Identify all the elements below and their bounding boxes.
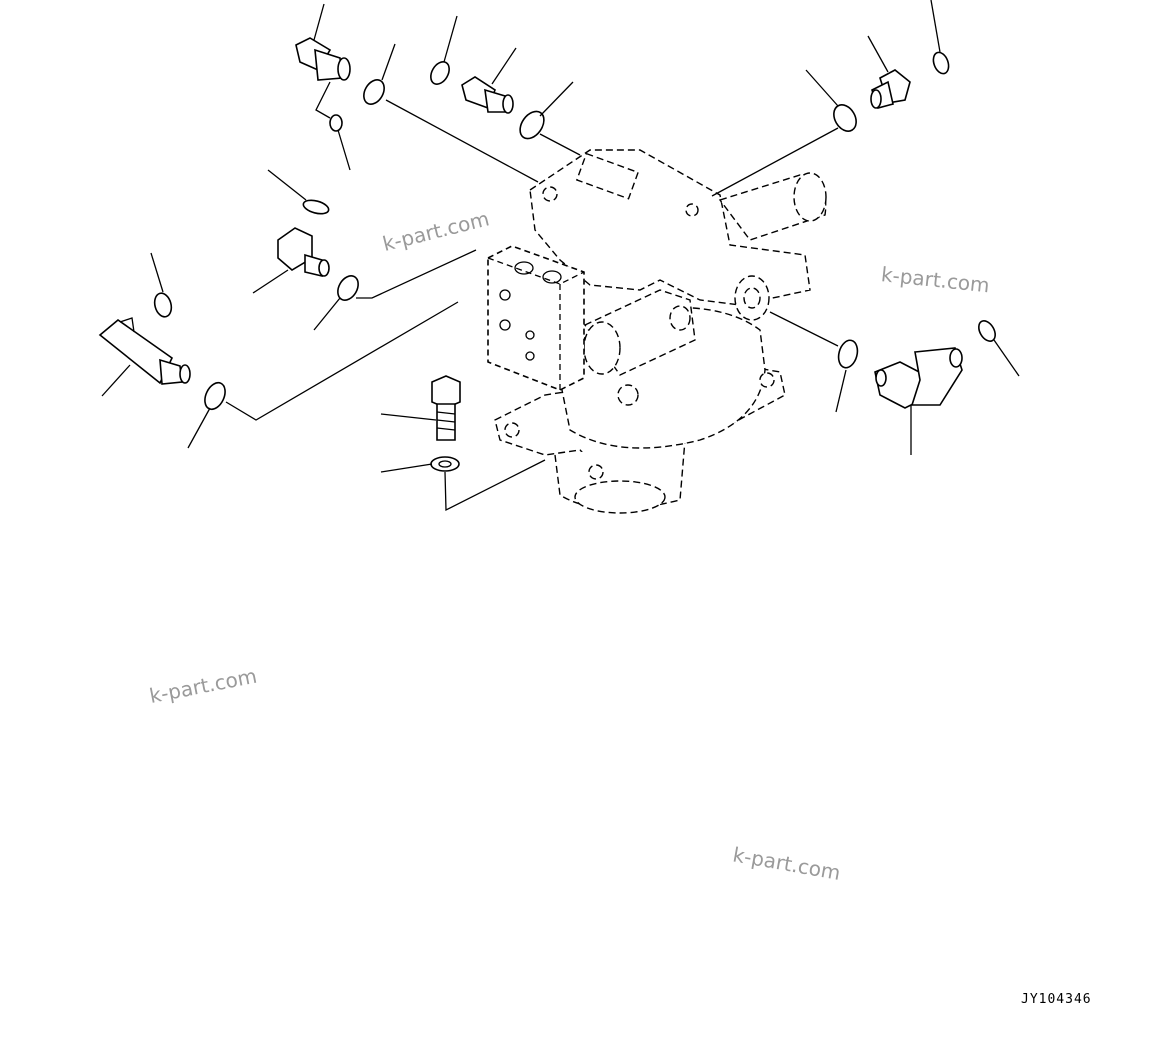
fitting-left-mid	[277, 227, 330, 278]
washer	[430, 456, 460, 472]
fitting-right-elbow	[874, 347, 963, 409]
fitting-top-center	[461, 76, 514, 114]
fitting-left-long	[98, 317, 191, 385]
o-rings	[153, 51, 996, 411]
valve-block	[487, 245, 585, 391]
leader-lines	[101, 0, 1020, 512]
bolt	[431, 375, 461, 441]
fitting-top-right	[870, 69, 911, 109]
fitting-top-left	[295, 37, 351, 81]
figure-code: JY104346	[1021, 992, 1092, 1007]
